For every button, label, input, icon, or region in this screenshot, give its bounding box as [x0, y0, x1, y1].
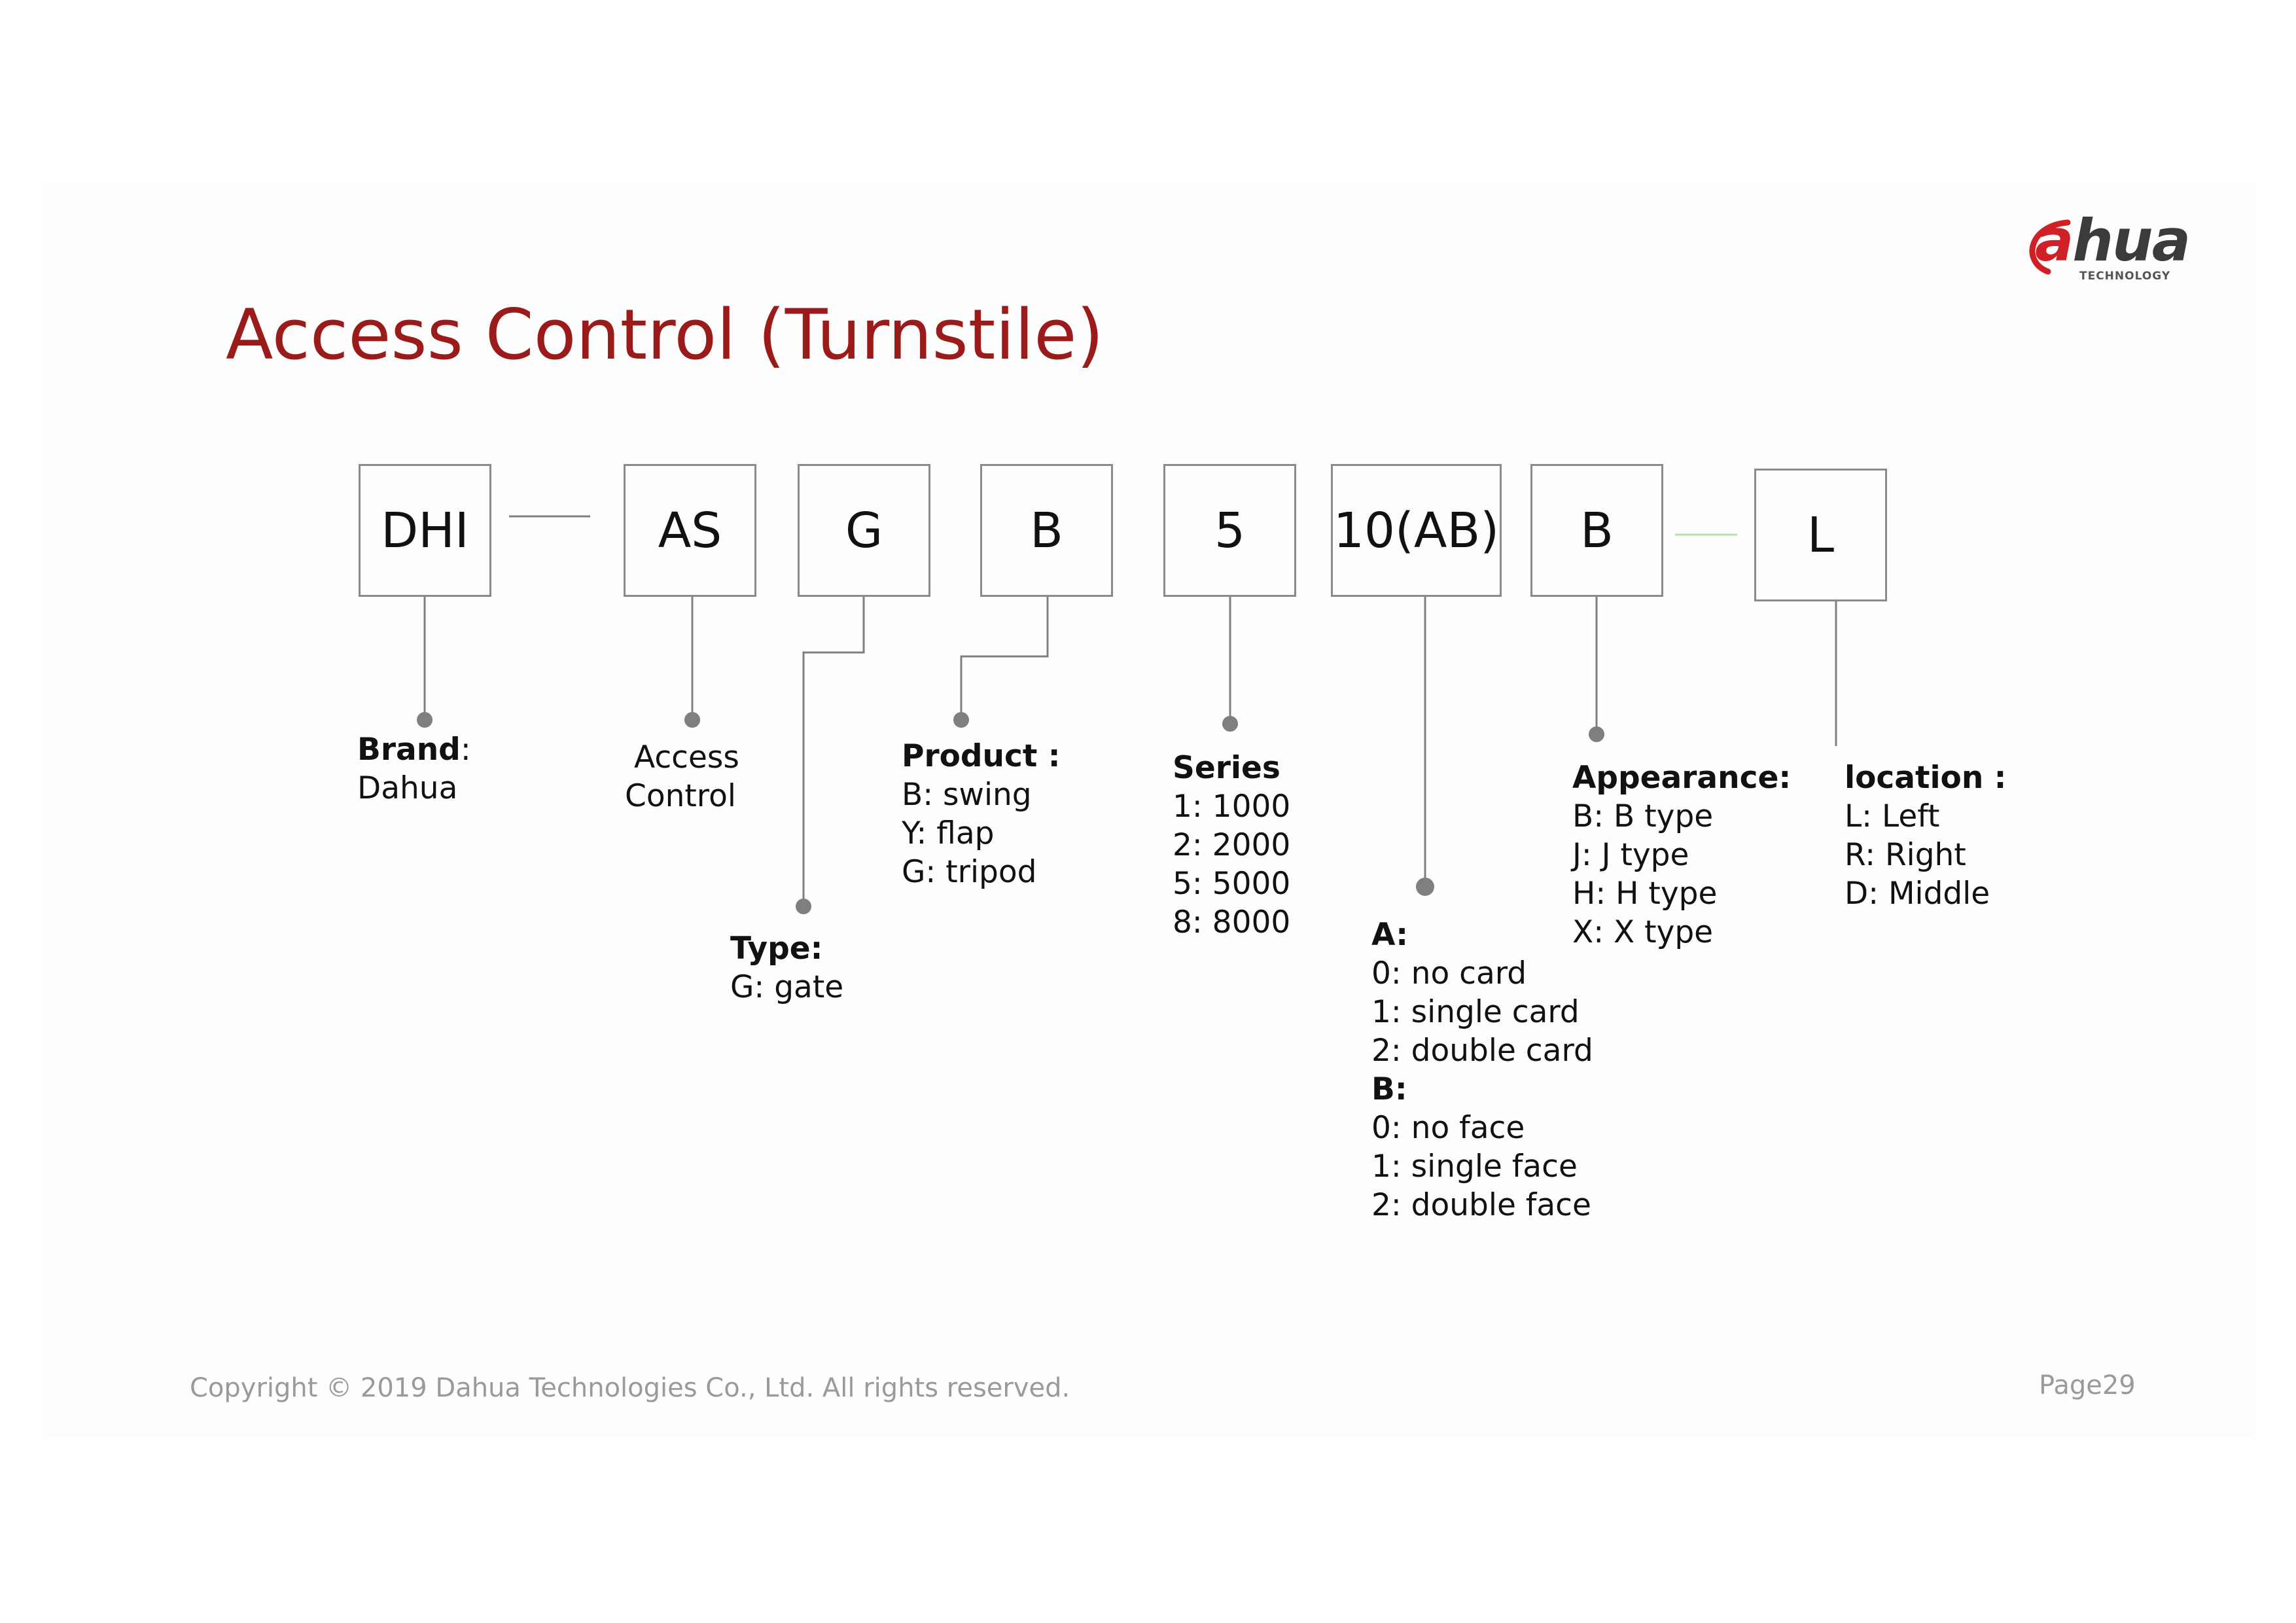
- desc-appearance-line: H: H type: [1572, 876, 1718, 912]
- desc-a-label: A:: [1371, 917, 1409, 953]
- code-box-brand: DHI: [359, 464, 491, 597]
- copyright-footer: Copyright © 2019 Dahua Technologies Co.,…: [190, 1373, 1070, 1403]
- desc-location-label: location :: [1845, 760, 2007, 796]
- desc-series-line: 5: 5000: [1173, 866, 1291, 902]
- desc-location: location : L: Left R: Right D: Middle: [1845, 758, 2006, 913]
- desc-series-line: 2: 2000: [1173, 827, 1291, 863]
- desc-a-line: 0: no card: [1371, 955, 1527, 991]
- desc-product-label: Product :: [902, 738, 1061, 774]
- dot-10ab: [1416, 878, 1434, 896]
- code-box-ab: 10(AB): [1331, 464, 1502, 597]
- logo-wordmark: ahua: [2035, 207, 2191, 274]
- desc-b-line: 1: single face: [1371, 1149, 1578, 1185]
- slide-title: Access Control (Turnstile): [226, 294, 1104, 375]
- code-box-type: G: [798, 464, 930, 597]
- desc-type-label: Type:: [730, 931, 823, 967]
- desc-appearance-line: J: J type: [1572, 837, 1689, 873]
- desc-appearance-line: B: B type: [1572, 798, 1714, 834]
- page-number: Page29: [2039, 1370, 2136, 1400]
- desc-a-line: 2: double card: [1371, 1033, 1593, 1069]
- dot-5: [1222, 716, 1238, 732]
- logo-swoosh-icon: [2029, 219, 2071, 275]
- desc-series-label: Series: [1173, 750, 1280, 786]
- code-box-series: 5: [1163, 464, 1296, 597]
- desc-product-line: B: swing: [902, 777, 1032, 813]
- desc-brand-value: Dahua: [357, 770, 458, 806]
- logo-wordmark-rest: hua: [2072, 207, 2191, 274]
- desc-brand: Brand: Dahua: [357, 730, 471, 808]
- dot-g: [796, 899, 811, 914]
- desc-type: Type: G: gate: [730, 929, 843, 1007]
- desc-appearance-line: X: X type: [1572, 914, 1714, 950]
- dot-dhi: [417, 712, 433, 728]
- desc-a-line: 1: single card: [1371, 994, 1580, 1030]
- desc-access-control: Access Control: [625, 738, 739, 815]
- desc-access-control-line1: Access: [634, 740, 739, 776]
- code-box-access-control: AS: [624, 464, 756, 597]
- connector-b: [960, 596, 1049, 720]
- desc-type-line: G: gate: [730, 969, 844, 1005]
- dot-as: [684, 712, 700, 728]
- desc-brand-label: Brand: [357, 732, 461, 768]
- slide-panel: [43, 183, 2255, 1436]
- desc-location-line: R: Right: [1845, 837, 1966, 873]
- desc-access-control-line2: Control: [625, 778, 736, 814]
- connector-g: [802, 596, 865, 905]
- desc-series: Series 1: 1000 2: 2000 5: 5000 8: 8000: [1173, 749, 1290, 942]
- desc-product-line: G: tripod: [902, 854, 1037, 890]
- desc-location-line: D: Middle: [1845, 876, 1990, 912]
- desc-series-line: 8: 8000: [1173, 904, 1291, 940]
- desc-b-line: 2: double face: [1371, 1187, 1591, 1223]
- desc-appearance-label: Appearance:: [1572, 760, 1792, 796]
- desc-product-line: Y: flap: [902, 815, 995, 851]
- desc-appearance: Appearance: B: B type J: J type H: H typ…: [1572, 758, 1791, 952]
- logo-subtitle: TECHNOLOGY: [2079, 270, 2171, 283]
- dahua-logo: ahua TECHNOLOGY: [2022, 209, 2248, 288]
- desc-product: Product : B: swing Y: flap G: tripod: [902, 737, 1061, 891]
- dot-b2: [1589, 726, 1604, 742]
- logo-wordmark-a: a: [2035, 207, 2074, 274]
- code-box-appearance: B: [1530, 464, 1663, 597]
- dot-b: [953, 712, 969, 728]
- code-box-location: L: [1754, 469, 1887, 601]
- desc-b-label: B:: [1371, 1071, 1407, 1107]
- desc-ab: A: 0: no card 1: single card 2: double c…: [1371, 916, 1593, 1224]
- desc-b-line: 0: no face: [1371, 1110, 1525, 1146]
- desc-brand-colon: :: [460, 732, 471, 768]
- desc-location-line: L: Left: [1845, 798, 1940, 834]
- code-box-product: B: [980, 464, 1113, 597]
- desc-series-line: 1: 1000: [1173, 789, 1291, 825]
